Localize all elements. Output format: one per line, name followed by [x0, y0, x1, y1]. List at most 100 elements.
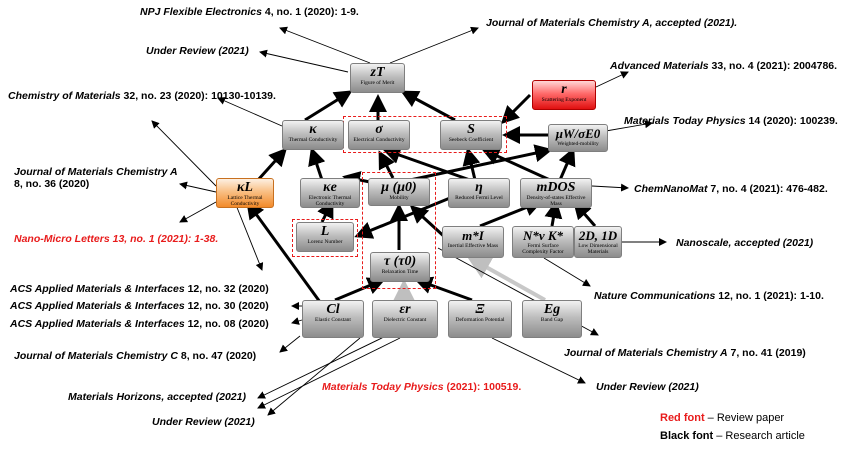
ref-mathor-journal: Materials Horizons [68, 391, 162, 403]
link-kl-kappa [256, 147, 288, 182]
ref-review2: Under Review (2021) [596, 381, 699, 393]
node-sigma: σ Electrical Conductivity [348, 120, 410, 150]
node-er-symbol: εr [399, 302, 411, 317]
node-ke: κe Electronic Thermal Conductivity [300, 178, 360, 208]
node-s-symbol: S [467, 122, 475, 137]
ref-mtp2021-journal: Materials Today Physics [322, 381, 444, 393]
ref-acs30-journal: ACS Applied Materials & Interfaces [10, 300, 185, 312]
ref-chemmat: Chemistry of Materials 32, no. 23 (2020)… [8, 90, 276, 102]
ref-chemnano: ChemNanoMat 7, no. 4 (2021): 476-482. [634, 183, 828, 195]
link-kappa-zt [304, 90, 353, 122]
ref-jmca8-detail: 8, no. 36 (2020) [14, 178, 90, 190]
ref-arrow-mathor [257, 335, 387, 399]
ref-review1-detail: (2021) [215, 45, 249, 57]
node-nv-desc: Fermi Surface Complexity Factor [522, 243, 564, 255]
ref-advmat-journal: Advanced Materials [610, 60, 709, 72]
node-mu-desc: Mobility [389, 195, 409, 201]
ref-review3-journal: Under Review [152, 416, 222, 428]
ref-review2-journal: Under Review [596, 381, 666, 393]
node-tau-symbol: τ (τ0) [383, 254, 417, 269]
node-cl-symbol: Cl [326, 302, 340, 317]
node-eta: η Reduced Fermi Level [448, 178, 510, 208]
node-tau-desc: Relaxation Time [381, 269, 419, 275]
node-r-desc: Scattering Exponent [541, 97, 587, 103]
ref-jmcc: Journal of Materials Chemistry C 8, no. … [14, 350, 256, 362]
ref-arrow-jmcc [279, 335, 301, 353]
ref-arrow-mtp14 [599, 120, 653, 133]
ref-review3-detail: (2021) [221, 416, 255, 428]
ref-acs32-detail: 12, no. 32 (2020) [184, 283, 269, 295]
ref-arrow-acs32 [235, 204, 264, 271]
node-kappa-symbol: κ [309, 122, 317, 137]
ref-mathor-detail: , accepted (2021) [161, 391, 246, 403]
link-eg-mi [466, 256, 546, 302]
legend-research: Black font – Research article [660, 430, 805, 442]
link-cl-tau [334, 277, 386, 302]
node-mu-symbol: μ (μ0) [381, 180, 417, 195]
node-kappa: κ Thermal Conductivity [282, 120, 344, 150]
node-tau: τ (τ0) Relaxation Time [370, 252, 430, 282]
ref-nanomicro-journal: Nano-Micro Letters [14, 233, 110, 245]
node-sigma-desc: Electrical Conductivity [353, 137, 405, 143]
node-eta-symbol: η [475, 180, 483, 195]
ref-acs32-journal: ACS Applied Materials & Interfaces [10, 283, 185, 295]
node-xi-symbol: Ξ [475, 302, 485, 317]
ref-jmcc-journal: Journal of Materials Chemistry C [14, 350, 178, 362]
ref-nanomicro-detail: 13, no. 1 (2021): 1-38. [109, 233, 219, 245]
ref-mtp14-detail: 14 (2020): 100239. [745, 115, 838, 127]
ref-arrow-chemnano [591, 183, 629, 192]
node-dim-symbol: 2D, 1D [578, 228, 618, 243]
group-mu-tau [362, 172, 436, 289]
ref-arrow-chemmat [217, 97, 283, 127]
ref-mtp14-journal: Materials Today Physics [624, 115, 746, 127]
node-cl: Cl Elastic Constant [302, 300, 364, 338]
ref-npj-journal: NPJ Flexible Electronics [140, 6, 262, 18]
ref-arrow-jmca-acc [389, 26, 479, 64]
ref-review1-journal: Under Review [146, 45, 216, 57]
ref-natcomm: Nature Communications 12, no. 1 (2021): … [594, 290, 824, 302]
ref-chemmat-detail: 32, no. 23 (2020): 10130-10139. [120, 90, 276, 102]
ref-mathor: Materials Horizons, accepted (2021) [68, 391, 246, 403]
ref-mtp2021: Materials Today Physics (2021): 100519. [322, 381, 521, 393]
node-mdos-symbol: mDOS [536, 180, 576, 195]
ref-arrow-jmca8b [179, 181, 217, 193]
ref-chemnano-detail: 7, no. 4 (2021): 476-482. [707, 183, 828, 195]
ref-jmca8-journal: Journal of Materials Chemistry A [14, 166, 178, 178]
link-ke-kappa [308, 147, 326, 181]
ref-jmca7: Journal of Materials Chemistry A 7, no. … [564, 347, 806, 359]
ref-nanoscale: Nanoscale, accepted (2021) [676, 237, 813, 249]
node-eg-symbol: Eg [543, 302, 561, 317]
node-mi-symbol: m*I [462, 228, 484, 243]
ref-jmca-acc: Journal of Materials Chemistry A, accept… [486, 17, 737, 29]
node-er-desc: Dielectric Constant [383, 317, 427, 323]
node-ke-symbol: κe [323, 180, 337, 195]
node-s: S Seebeck Coefficient [440, 120, 502, 150]
link-mu-sigma [378, 150, 395, 179]
ref-mtp14: Materials Today Physics 14 (2020): 10023… [624, 115, 838, 127]
legend-research-text: – Research article [713, 430, 805, 442]
ref-natcomm-journal: Nature Communications [594, 290, 716, 302]
ref-nanoscale-detail: , accepted (2021) [728, 237, 814, 249]
group-lorenz [292, 219, 358, 257]
node-muw: μW/σE0 Weighted-mobility [548, 124, 608, 152]
link-eta-s [462, 147, 481, 181]
link-s-zt [400, 90, 456, 122]
ref-acs30: ACS Applied Materials & Interfaces 12, n… [10, 300, 269, 312]
ref-arrow-npj [279, 26, 371, 64]
ref-npj-detail: 4, no. 1 (2020): 1-9. [261, 6, 359, 18]
link-xi-tau [414, 276, 473, 302]
ref-jmca7-detail: 7, no. 41 (2019) [727, 347, 806, 359]
node-kl-symbol: κL [237, 180, 253, 195]
link-r-s [500, 93, 532, 125]
node-s-desc: Seebeck Coefficient [448, 137, 494, 143]
ref-acs30-detail: 12, no. 30 (2020) [184, 300, 269, 312]
legend-research-key: Black font [660, 430, 714, 442]
ref-nanoscale-journal: Nanoscale [676, 237, 729, 249]
link-eta-sigma [382, 146, 471, 182]
ref-arrow-nanomicro [179, 201, 217, 223]
node-er: εr Dielectric Constant [372, 300, 438, 338]
node-ke-desc: Electronic Thermal Conductivity [308, 195, 352, 207]
